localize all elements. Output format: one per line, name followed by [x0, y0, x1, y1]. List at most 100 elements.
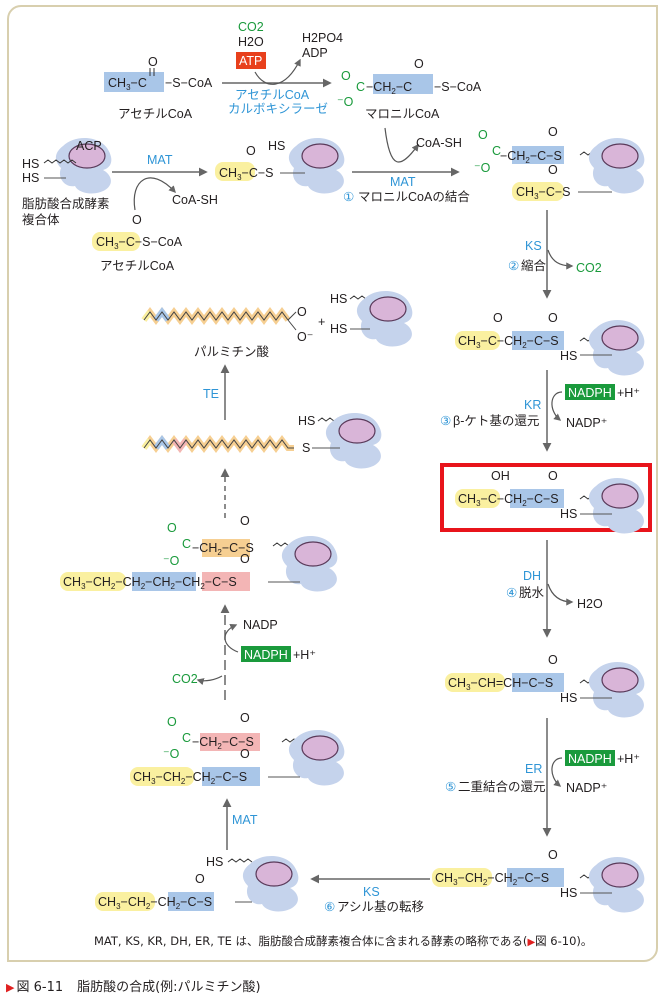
svg-text:CH3−CH=CH−C−S: CH3−CH=CH−C−S [448, 676, 553, 692]
svg-text:HS: HS [22, 171, 39, 185]
svg-text:⁻O: ⁻O [474, 161, 491, 175]
svg-text:−S−CoA: −S−CoA [434, 80, 482, 94]
caption-arrow-icon: ▶ [6, 981, 15, 994]
svg-text:O: O [246, 144, 256, 158]
step2-label: 縮合 [521, 258, 547, 273]
step3-enzyme: KR [524, 398, 541, 412]
step3-label: β-ケト基の還元 [453, 414, 539, 428]
svg-text:HS: HS [560, 691, 577, 705]
malonyl-coa-top: O C ⁻O −CH2−C O −S−CoA マロニルCoA [337, 57, 482, 121]
svg-text:CH3−C−S: CH3−C−S [219, 166, 273, 182]
step2-byproduct: CO2 [576, 261, 602, 275]
svg-text:O: O [341, 69, 351, 83]
fas-complex-name-line2: 複合体 [22, 212, 60, 227]
figure-number: 図 6-11 [16, 980, 64, 995]
svg-text:O: O [297, 305, 307, 319]
figure-title: 脂肪酸の合成(例:パルミチン酸) [77, 980, 261, 995]
step4-enzyme: DH [523, 569, 541, 583]
svg-text:O: O [493, 311, 503, 325]
hydroxybutyryl-acp: CH3−C−CH2−C−S OH O HS [455, 469, 645, 535]
svg-text:NADPH: NADPH [244, 648, 288, 662]
step3-byproduct: NADP⁺ [566, 416, 607, 430]
svg-text:−S−CoA: −S−CoA [165, 76, 213, 90]
acetyl-coa-second: CH3−C−S−CoA O アセチルCoA [92, 213, 183, 273]
svg-text:O: O [414, 57, 424, 71]
h2o-input: H2O [238, 35, 264, 49]
fas-complex-initial: ACP HS HS 脂肪酸合成酵素 複合体 [22, 137, 112, 227]
svg-text:HS: HS [560, 349, 577, 363]
svg-text:⁻O: ⁻O [337, 95, 354, 109]
svg-text:CH3−C−S: CH3−C−S [516, 185, 570, 201]
svg-text:CH3−C: CH3−C [108, 76, 147, 92]
malonyl-butyryl-acp: O C ⁻O −CH2−C−S O CH3−CH2−CH2−C−S O [130, 711, 345, 787]
svg-text:HS: HS [206, 855, 223, 869]
svg-text:C: C [182, 731, 191, 745]
step5-label: 二重結合の還元 [458, 779, 546, 794]
left-te-label: TE [203, 387, 219, 401]
svg-text:O: O [167, 715, 177, 729]
svg-text:⁻O: ⁻O [163, 554, 180, 568]
h2po4-output: H2PO4 [302, 31, 343, 45]
svg-text:C: C [492, 144, 501, 158]
svg-text:−CH2−C: −CH2−C [366, 80, 412, 96]
svg-text:O: O [195, 872, 205, 886]
figure-reference-link[interactable]: 図 6-10 [535, 934, 577, 948]
palmitate: O O⁻ + HS HS [141, 290, 413, 348]
malonyl-hexanoyl-acp: O C ⁻O −CH2−C−S O CH3−CH2−CH2−CH2−CH2−C−… [60, 514, 338, 593]
acetyl-coa-top: CH3−C O −S−CoA アセチルCoA [104, 55, 213, 121]
svg-text:ACP: ACP [76, 139, 102, 153]
crotonyl-acp: CH3−CH=CH−C−S O HS [445, 653, 645, 719]
step0-enzyme: MAT [147, 153, 173, 167]
enzyme-abbreviation-note: MAT, KS, KR, DH, ER, TE は、脂肪酸合成酵素複合体に含まれ… [94, 934, 593, 948]
svg-text:O: O [240, 711, 250, 725]
malonyl-acetyl-acp: O C ⁻O −CH2−C−S O CH3−C−S O [474, 125, 645, 201]
svg-text:CH3−CH2−CH2−C−S: CH3−CH2−CH2−C−S [435, 871, 549, 887]
svg-text:⑤: ⑤ [445, 780, 456, 794]
co2-input: CO2 [238, 20, 264, 34]
svg-text:C: C [182, 537, 191, 551]
svg-text:CH3−CH2−CH2−CH2−CH2−C−S: CH3−CH2−CH2−CH2−CH2−C−S [63, 575, 237, 591]
step6-enzyme: KS [363, 885, 380, 899]
svg-text:O: O [548, 311, 558, 325]
left-co2: CO2 [172, 672, 198, 686]
butyryl-acp-left: CH3−CH2−CH2−C−S O HS [95, 855, 299, 913]
svg-text:−CH2−C−S: −CH2−C−S [192, 541, 254, 557]
svg-text:O: O [240, 552, 250, 566]
palmitoyl-acp: S HS [141, 412, 382, 470]
step5-byproduct: NADP⁺ [566, 781, 607, 795]
svg-text:CH3−C−CH2−C−S: CH3−C−CH2−C−S [458, 334, 559, 350]
butyryl-acp-right: CH3−CH2−CH2−C−S O HS [432, 848, 645, 914]
step1-enzyme: MAT [390, 175, 416, 189]
step4-label: 脱水 [519, 585, 545, 600]
svg-text:O: O [240, 747, 250, 761]
acetyl-coa-second-label: アセチルCoA [100, 259, 175, 273]
svg-text:ATP: ATP [239, 54, 262, 68]
step1-byproduct: CoA-SH [416, 136, 462, 150]
atp-badge [236, 52, 266, 69]
svg-text:−CH2−C−S: −CH2−C−S [500, 149, 562, 165]
figure-caption: ▶図 6-11 脂肪酸の合成(例:パルミチン酸) [6, 976, 261, 995]
svg-text:−CH2−C−S: −CH2−C−S [192, 735, 254, 751]
svg-text:+H⁺: +H⁺ [293, 648, 316, 662]
svg-text:HS: HS [22, 157, 39, 171]
svg-text:CH3−C−CH2−C−S: CH3−C−CH2−C−S [458, 492, 559, 508]
highlight-box [440, 463, 652, 532]
svg-text:O: O [132, 213, 142, 227]
step1-label: マロニルCoAの結合 [358, 189, 470, 204]
svg-text:O: O [240, 514, 250, 528]
left-nadp: NADP [243, 618, 278, 632]
fas-complex-name-line1: 脂肪酸合成酵素 [22, 196, 110, 211]
step3-nadph-badge [565, 384, 615, 400]
svg-text:CH3−CH2−CH2−C−S: CH3−CH2−CH2−C−S [98, 895, 212, 911]
svg-text:O: O [167, 521, 177, 535]
step1-number: ① [343, 190, 354, 204]
adp-output: ADP [302, 46, 328, 60]
svg-text:C: C [356, 80, 365, 94]
svg-text:O⁻: O⁻ [297, 330, 313, 344]
svg-text:④: ④ [506, 586, 517, 600]
svg-text:NADPH: NADPH [568, 752, 612, 766]
svg-text:NADPH: NADPH [568, 386, 612, 400]
step6-label: アシル基の転移 [337, 900, 424, 914]
svg-text:HS: HS [330, 322, 347, 336]
